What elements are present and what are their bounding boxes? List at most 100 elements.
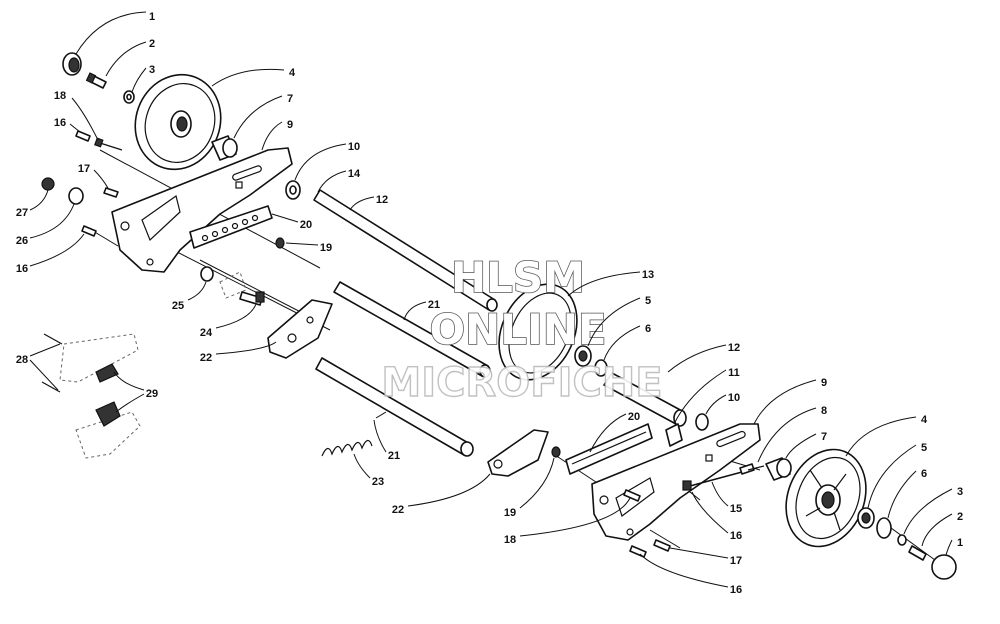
washer-3-right (897, 534, 907, 546)
leader-c7b (785, 433, 817, 459)
bushing-7-upper (211, 135, 238, 161)
callout-label-c5a: 5 (645, 295, 651, 307)
leader-c4b (845, 416, 917, 457)
leader-c10b (705, 394, 727, 415)
nut-19-upper (275, 237, 285, 249)
leader-c18b (519, 497, 631, 537)
callout-label-c13: 13 (642, 269, 654, 281)
cap-1-upper (62, 52, 82, 76)
callout-label-c14: 14 (348, 168, 361, 180)
leader-c9b (753, 379, 817, 425)
callout-label-c4a: 4 (289, 67, 296, 79)
callout-label-c18a: 18 (54, 90, 66, 102)
inset-ghost-plate-upper (59, 333, 139, 383)
bolt-15 (682, 471, 743, 491)
callout-label-c5b: 5 (921, 442, 927, 454)
bolt-2-right (908, 545, 927, 561)
leader-c26 (29, 203, 75, 239)
leader-c17a (93, 169, 109, 189)
slider-22-lower (487, 429, 549, 477)
ring-6-right (876, 517, 892, 539)
wear-strip-20-upper (189, 205, 273, 249)
leader-c22b (407, 473, 491, 507)
bracket-ghost-25 (219, 271, 247, 299)
wheel-4-upper (134, 73, 222, 171)
callout-label-c24: 24 (200, 327, 213, 339)
leader-c27 (29, 189, 49, 211)
callout-label-c18b: 18 (504, 534, 516, 546)
bolt-16-right-upper (739, 463, 755, 475)
leader-c15 (711, 481, 729, 507)
callout-label-c27: 27 (16, 207, 28, 219)
shaft-21-upper (333, 281, 491, 378)
callout-label-c6a: 6 (645, 323, 651, 335)
slider-22-upper (267, 299, 333, 359)
callout-label-c23: 23 (372, 476, 384, 488)
callout-label-c25: 25 (172, 300, 184, 312)
leader-c21b (373, 419, 387, 453)
callout-label-c12a: 12 (376, 194, 388, 206)
leader-c5a (587, 297, 641, 347)
bolt-18-upper (94, 137, 123, 151)
leader-c16a (69, 123, 81, 133)
washer-3-upper (123, 90, 135, 104)
inset-ghost-plate-lower (75, 401, 141, 459)
bolt-17-right (653, 539, 671, 552)
leader-c12a (349, 196, 375, 211)
callout-label-c21a: 21 (428, 299, 440, 311)
spacer-12-right (603, 372, 687, 427)
bolt-2-upper (85, 72, 107, 89)
leader-c3a (131, 67, 147, 93)
bolt-8 (747, 465, 765, 471)
leader-c21a (403, 301, 427, 321)
callout-label-c17a: 17 (78, 163, 90, 175)
leader-c25 (187, 281, 207, 301)
leader-c16d (639, 553, 729, 588)
watermark-line-3: MICROFICHE (381, 360, 662, 406)
leader-c10a (294, 143, 347, 181)
leader-c1a (75, 11, 147, 55)
callout-label-c16d: 16 (730, 584, 742, 596)
bearing-5-right (857, 507, 875, 529)
wheel-13 (498, 283, 578, 381)
callout-label-c20b: 20 (628, 411, 640, 423)
leader-c6a (603, 325, 641, 361)
callout-label-c2a: 2 (149, 38, 155, 50)
callout-label-c1a: 1 (149, 11, 155, 23)
callout-label-c4b: 4 (921, 414, 928, 426)
leader-c16b (29, 233, 85, 267)
wear-strip-20-lower (565, 423, 653, 475)
washer-10-upper (285, 180, 301, 200)
callout-label-c6b: 6 (921, 468, 927, 480)
leader-c17b (669, 547, 729, 559)
callout-label-c3a: 3 (149, 64, 155, 76)
leader-c3b (903, 488, 953, 535)
leader-c29 (113, 371, 145, 413)
leader-c12b (667, 344, 727, 373)
callout-label-c16a: 16 (54, 117, 66, 129)
leader-c13 (567, 271, 641, 297)
leader-c1b (945, 539, 953, 556)
callout-label-c10a: 10 (348, 141, 360, 153)
leader-c24 (215, 303, 257, 329)
bolt-16-right-lower (629, 545, 647, 558)
callout-label-c12b: 12 (728, 342, 740, 354)
watermark-line-2: ONLINE (429, 305, 606, 354)
bolt-17-upper (103, 187, 119, 198)
nut-19-lower (551, 446, 561, 458)
leader-c2a (105, 41, 147, 77)
callout-label-c2b: 2 (957, 511, 963, 523)
bushing-26 (68, 187, 84, 205)
watermark-line-1: HLSM (451, 253, 585, 302)
callout-label-c21b: 21 (388, 450, 400, 462)
callout-label-c16b: 16 (16, 263, 28, 275)
bolt-16-upper (75, 130, 91, 142)
callout-label-c16c: 16 (730, 530, 742, 542)
bearing-5-center (574, 345, 592, 367)
callout-label-c15: 15 (730, 503, 742, 515)
callout-label-c22b: 22 (392, 504, 404, 516)
callout-label-c1b: 1 (957, 537, 963, 549)
side-plate-right (591, 423, 761, 541)
